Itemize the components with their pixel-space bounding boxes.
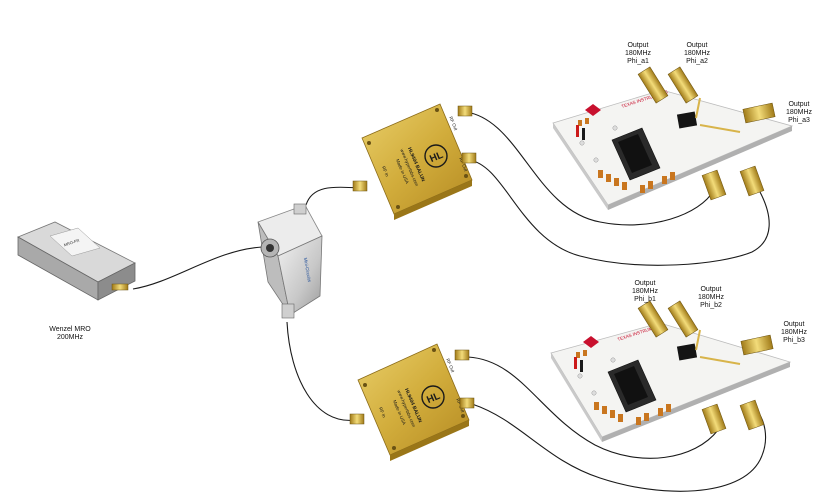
power-splitter: Mini-Circuits (257, 203, 323, 319)
oscillator-label: Wenzel MRO 200MHz (49, 326, 91, 341)
output-label-phi-a2: Output 180MHz Phi_a2 (683, 42, 711, 65)
balun-b-rf-in: RF In (378, 406, 387, 419)
cable-balun-a-out1 (465, 111, 715, 226)
cables (132, 111, 770, 492)
oscillator-wenzel: MRO-FR (17, 221, 136, 301)
output-label-phi-b2: Output 180MHz Phi_b2 (697, 286, 725, 309)
cable-balun-a-out2 (468, 159, 770, 266)
cable-balun-b-out1 (467, 356, 719, 459)
svg-text:HL: HL (425, 391, 442, 406)
balun-a-rf-out1: RF Out (448, 116, 459, 132)
balun-a-rf-in: RF In (381, 165, 390, 178)
balun-a-rf-out2: RF Out (458, 157, 469, 173)
output-label-phi-a1: Output 180MHz Phi_a1 (624, 42, 652, 65)
output-label-phi-b3: Output 180MHz Phi_b3 (780, 321, 808, 344)
svg-text:HL: HL (428, 150, 445, 165)
board-a-sma-connectors (637, 66, 776, 201)
balun-b-rf-out1: RF Out (445, 358, 456, 374)
board-a: TEXAS INSTRUMENTS (552, 89, 794, 210)
output-label-phi-a3: Output 180MHz Phi_a3 (785, 101, 813, 124)
cable-balun-b-out2 (471, 403, 767, 492)
output-label-phi-b1: Output 180MHz Phi_b1 (631, 280, 659, 303)
balun-a: HL HL9404 BALUN www.hyperlabs.com Made i… (352, 103, 477, 220)
oscillator-panel-text: MRO-FR (63, 238, 80, 248)
board-b-sma-connectors (637, 300, 774, 435)
cable-oscillator-to-splitter (132, 246, 263, 290)
splitter-label: Mini-Circuits (303, 257, 312, 283)
board-b: TEXAS INSTRUMENTS (550, 322, 792, 442)
cable-splitter-to-balun-b (286, 321, 356, 421)
cable-splitter-to-balun-a (305, 186, 359, 206)
balun-b: HL HL9404 BALUN www.hyperlabs.com Made i… (349, 343, 475, 461)
